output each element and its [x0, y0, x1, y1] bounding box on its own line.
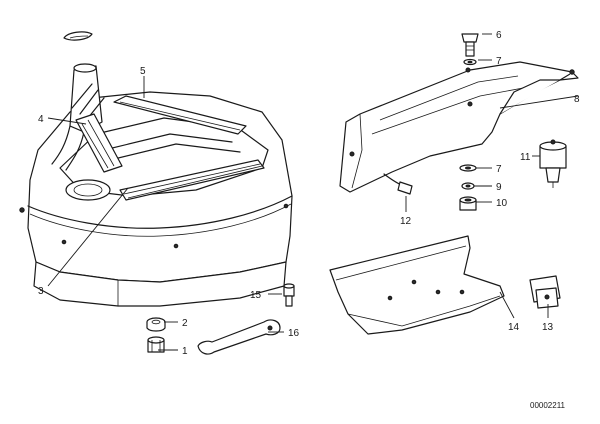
filler-cap-ring — [63, 31, 93, 41]
nut-1 — [147, 336, 165, 353]
callout-7b: 7 — [496, 164, 502, 175]
leader-lines — [47, 33, 579, 351]
callout-12: 12 — [400, 216, 412, 227]
callout-labels: 1 2 3 4 5 6 7 7 8 9 10 11 12 13 14 15 16 — [38, 30, 580, 357]
callout-7a: 7 — [496, 56, 502, 67]
callout-5: 5 — [140, 66, 146, 77]
cable-12 — [383, 173, 413, 195]
sensor-11 — [539, 139, 567, 188]
rubber-ring-2 — [146, 317, 166, 332]
callout-4: 4 — [38, 114, 44, 125]
washer-7-bottom — [459, 164, 477, 172]
clip-13 — [529, 275, 561, 309]
washer-7-top — [463, 58, 477, 66]
washer-9 — [461, 182, 475, 190]
callout-6: 6 — [496, 30, 502, 41]
callout-15: 15 — [250, 290, 262, 301]
insulation-pad-5 — [113, 95, 247, 135]
callout-1: 1 — [182, 346, 188, 357]
callout-8: 8 — [574, 94, 580, 105]
guard-plate-14 — [329, 235, 505, 335]
insulation-pad-4 — [75, 113, 123, 173]
strap-16 — [197, 319, 281, 355]
nut-10 — [459, 196, 477, 211]
callout-13: 13 — [542, 322, 554, 333]
callout-2: 2 — [182, 318, 188, 329]
callout-3: 3 — [38, 286, 44, 297]
callout-9: 9 — [496, 182, 502, 193]
callout-11: 11 — [520, 152, 531, 163]
diagram-code: 00002211 — [530, 401, 566, 410]
callout-14: 14 — [508, 322, 520, 333]
callout-10: 10 — [496, 198, 508, 209]
screw-15 — [283, 283, 295, 307]
insulation-pad-3 — [119, 159, 265, 201]
screw-6 — [461, 33, 479, 57]
callout-16: 16 — [288, 328, 300, 339]
heat-shield-8 — [339, 61, 579, 193]
